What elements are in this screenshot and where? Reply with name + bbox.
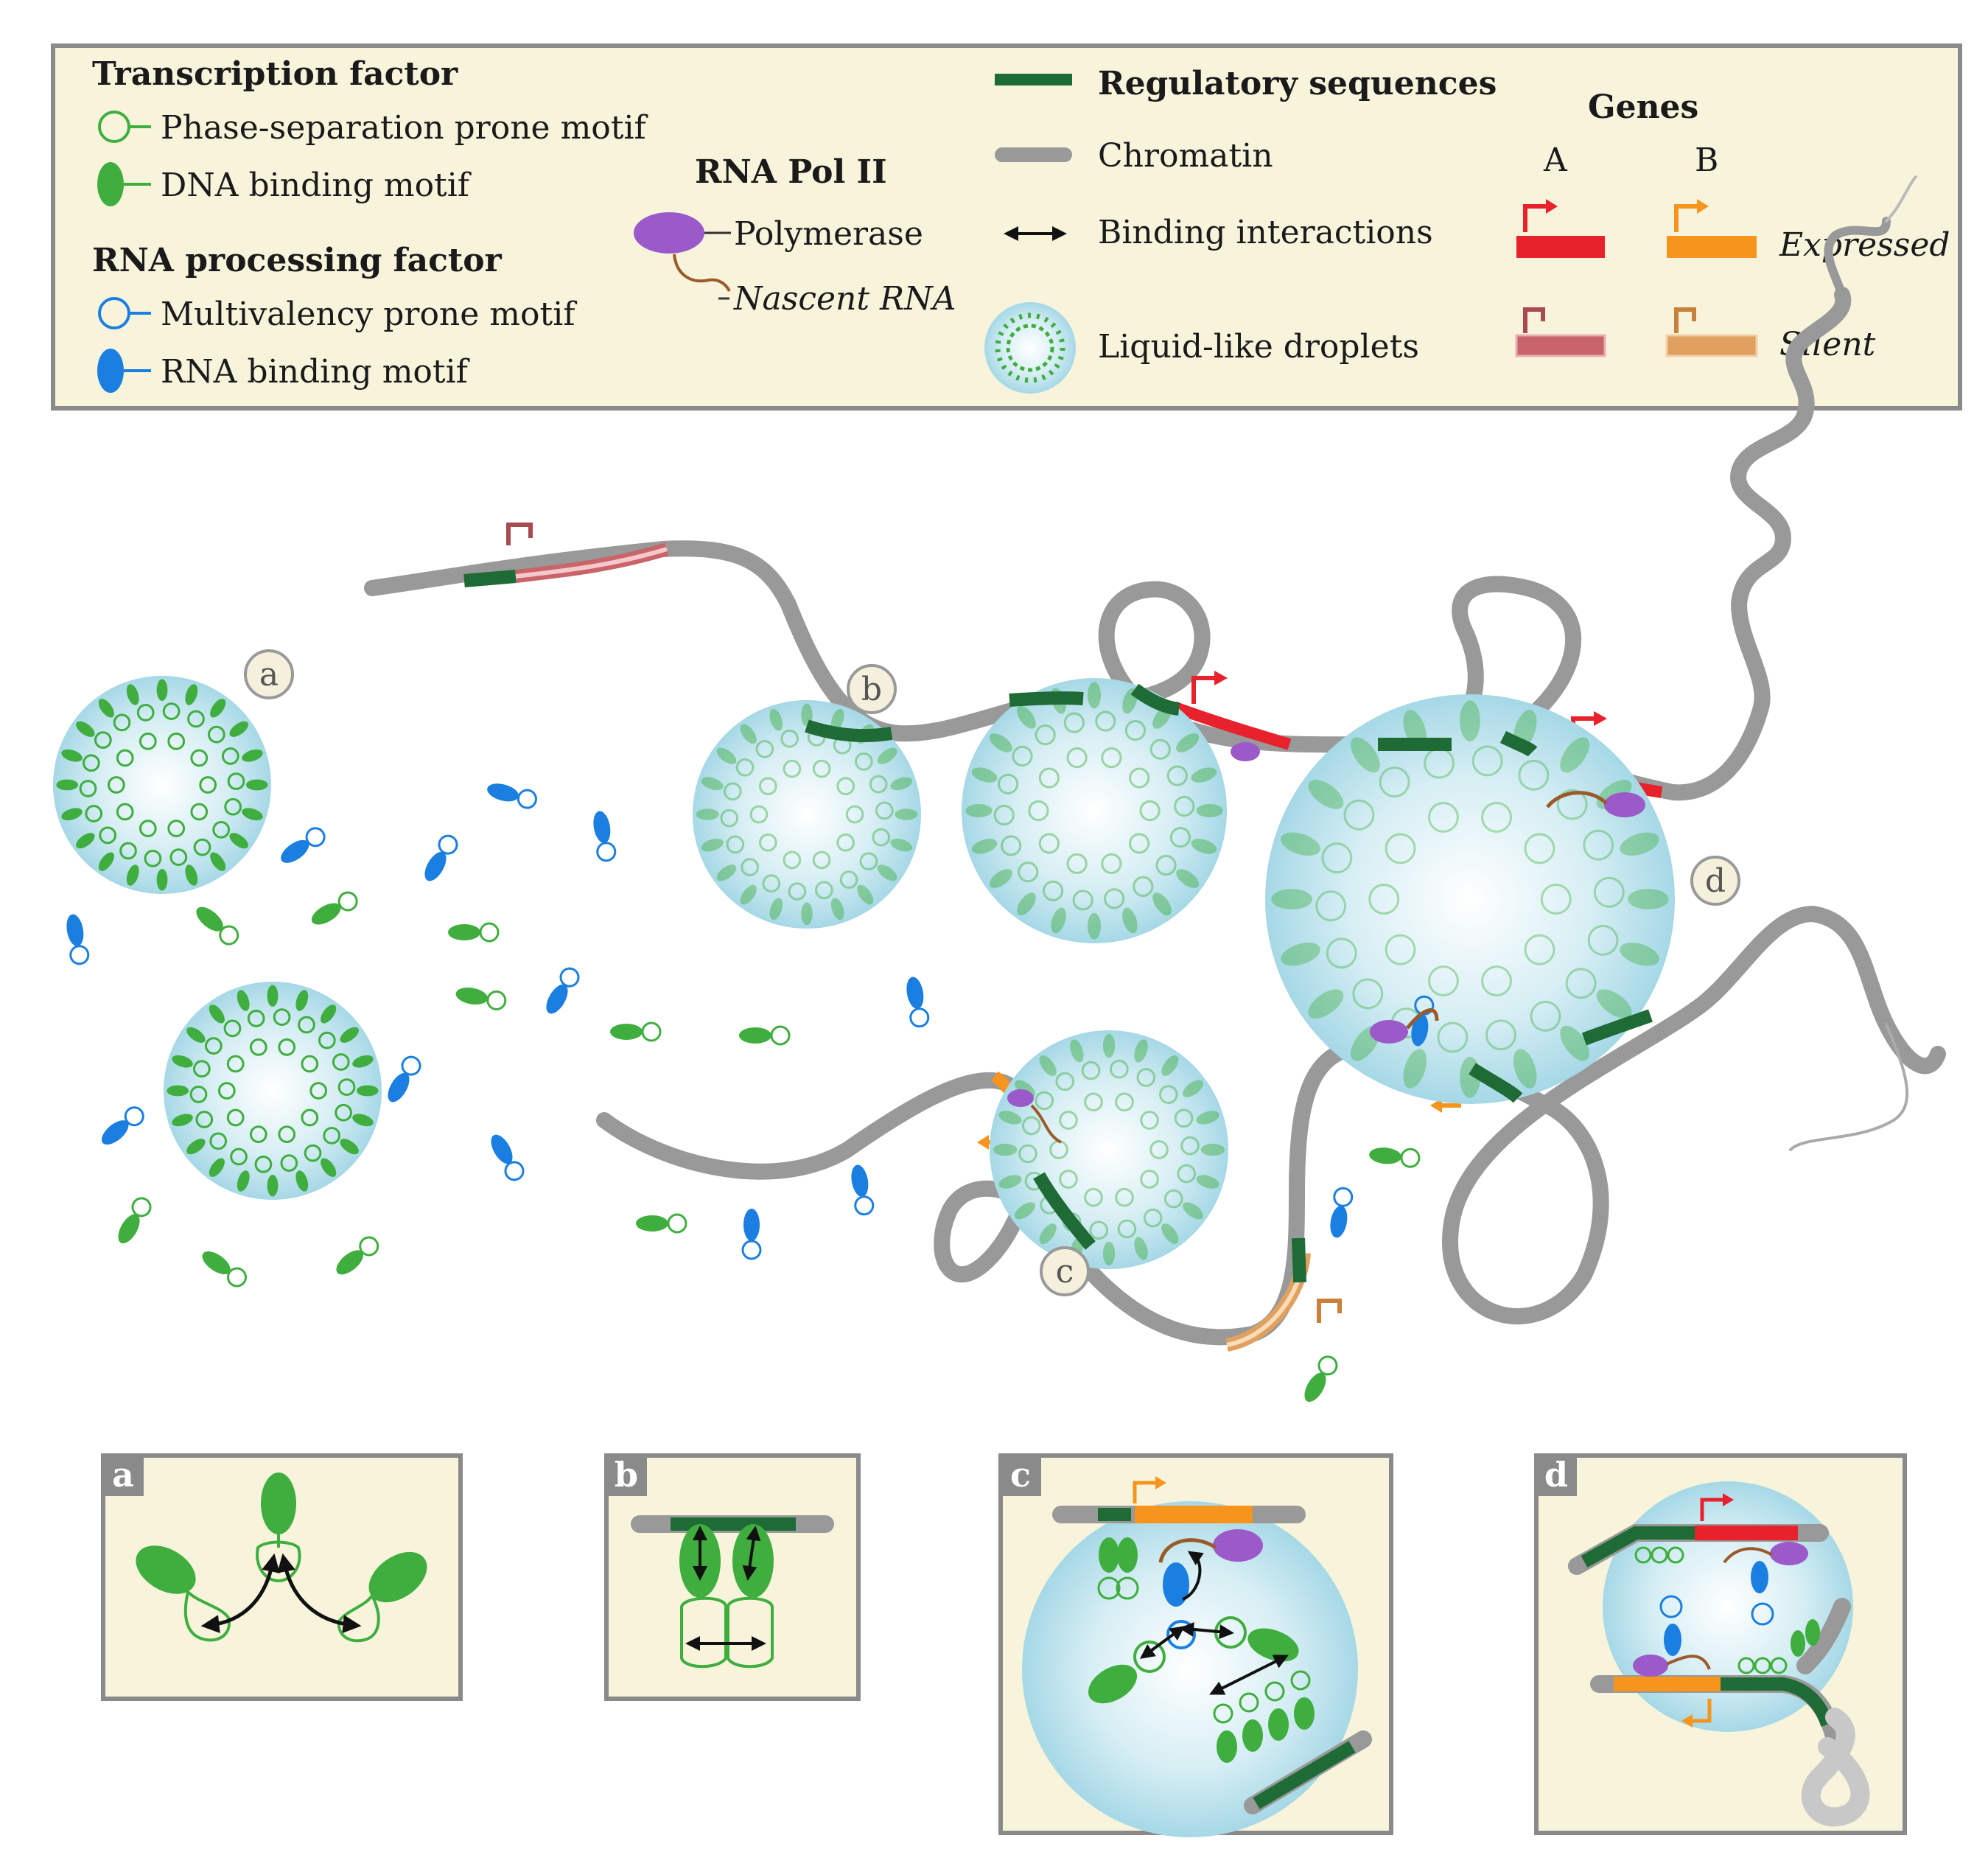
free-rna-processing-factor <box>593 811 617 862</box>
gene-b-silent-icon <box>1665 307 1758 357</box>
panel-b: b <box>604 1453 861 1701</box>
svg-text:a: a <box>112 1455 134 1495</box>
regulatory-seq-d3 <box>1469 1063 1523 1103</box>
free-transcription-factor <box>610 1021 662 1042</box>
legend-gene-a: A <box>1543 142 1568 179</box>
free-rna-processing-factor <box>281 827 326 863</box>
legend-genes-title: Genes <box>1588 88 1698 126</box>
rna-binding-motif-icon <box>97 349 151 393</box>
phase-separation-motif-icon <box>98 111 151 143</box>
regulatory-seq-3 <box>1130 683 1180 716</box>
free-rna-processing-factor <box>101 1106 144 1145</box>
free-rna-processing-factor <box>388 1055 421 1103</box>
dna-binding-motif-icon <box>97 162 151 206</box>
droplet-a2 <box>164 982 382 1200</box>
regulatory-sequence-icon <box>995 74 1072 85</box>
free-rna-processing-factor <box>906 977 930 1028</box>
silent-promoter-lower <box>1317 1299 1342 1323</box>
free-rna-processing-factor <box>491 1134 525 1181</box>
free-transcription-factor <box>448 922 500 943</box>
panel-d: d <box>1534 1453 1907 1835</box>
polymerase-complexes <box>1007 742 1645 1144</box>
free-rna-processing-factor <box>487 783 537 809</box>
panel-a: a <box>101 1453 463 1701</box>
free-rna-processing-factor <box>546 967 580 1014</box>
droplet-d <box>1265 694 1675 1104</box>
free-rna-processing-factor <box>66 914 90 965</box>
svg-text:b: b <box>615 1455 638 1495</box>
expressed-gene-a-1 <box>1173 702 1292 750</box>
multivalency-motif-icon <box>98 297 151 329</box>
legend-tf-title: Transcription factor <box>92 55 458 93</box>
free-transcription-factor <box>311 891 358 925</box>
svg-text:b: b <box>861 671 882 708</box>
panel-c-bound-cluster <box>1209 1655 1315 1763</box>
free-transcription-factor <box>336 1236 379 1275</box>
nascent-rna-icon <box>673 254 731 300</box>
droplet-a1 <box>53 676 271 894</box>
regulatory-seq-d2 <box>1499 730 1538 757</box>
regulatory-seq-upper-1 <box>463 570 517 587</box>
free-factors-layer <box>66 783 1435 1402</box>
regulatory-seq-lower-2 <box>1292 1237 1306 1283</box>
callout-a: a <box>244 649 294 699</box>
callout-b: b <box>847 664 897 714</box>
gene-b-expressed-icon <box>1667 199 1757 258</box>
legend-binding-interactions: Binding interactions <box>1098 214 1433 251</box>
free-rna-processing-factor <box>1330 1187 1354 1238</box>
panel-c: c <box>998 1453 1393 1837</box>
active-promoter-1 <box>1191 676 1216 704</box>
legend-pol-title: RNA Pol II <box>695 153 887 191</box>
droplet-b2 <box>962 678 1227 943</box>
droplet-c <box>990 1030 1228 1269</box>
free-rna-processing-factor <box>741 1209 762 1260</box>
free-transcription-factor <box>1304 1355 1338 1402</box>
free-transcription-factor <box>1369 1147 1421 1168</box>
legend-box: Transcription factor Phase-separation pr… <box>51 43 1962 411</box>
regulatory-seq-c <box>1033 1172 1096 1250</box>
chromatin-lower <box>596 905 1946 1346</box>
svg-text:c: c <box>1010 1455 1031 1495</box>
free-transcription-factor <box>636 1213 687 1234</box>
legend-multivalency-motif: Multivalency prone motif <box>161 296 577 333</box>
legend-dna-binding-motif: DNA binding motif <box>161 167 472 204</box>
gene-a-silent-icon <box>1515 307 1606 357</box>
droplets-layer <box>53 676 1675 1269</box>
droplet-icon <box>984 302 1076 394</box>
free-transcription-factor <box>202 1251 247 1288</box>
legend-phase-separation-motif: Phase-separation prone motif <box>161 109 648 147</box>
droplet-b1 <box>693 700 921 929</box>
free-transcription-factor <box>455 988 507 1010</box>
regulatory-seq-2 <box>1009 691 1084 707</box>
legend-regulatory-sequences: Regulatory sequences <box>1098 65 1497 102</box>
svg-text:a: a <box>259 656 279 694</box>
callout-c: c <box>1040 1246 1090 1296</box>
legend-polymerase: Polymerase <box>734 215 923 253</box>
panel-d-tf-clusters <box>1634 1546 1820 1674</box>
legend-droplets: Liquid-like droplets <box>1098 328 1419 366</box>
svg-text:d: d <box>1544 1455 1568 1495</box>
regulatory-seq-d4 <box>1581 1009 1653 1046</box>
legend-rna-binding-motif: RNA binding motif <box>161 353 470 391</box>
regulatory-seq-b <box>805 719 893 742</box>
legend-chromatin: Chromatin <box>1098 137 1273 175</box>
free-transcription-factor <box>196 906 239 946</box>
silent-promoter-upper <box>506 523 533 545</box>
legend-rna-factor-title: RNA processing factor <box>92 242 503 279</box>
polymerase-icon <box>634 212 731 254</box>
legend-gene-b: B <box>1695 142 1718 179</box>
free-transcription-factor <box>739 1025 791 1046</box>
svg-text:d: d <box>1705 862 1726 900</box>
gene-a-expressed-icon <box>1516 199 1605 258</box>
free-rna-processing-factor <box>424 834 458 881</box>
svg-text:c: c <box>1056 1253 1074 1290</box>
free-transcription-factor <box>118 1197 152 1244</box>
callout-d: d <box>1690 856 1740 906</box>
legend-nascent-rna: Nascent RNA <box>733 280 956 318</box>
free-rna-processing-factor <box>851 1164 875 1216</box>
